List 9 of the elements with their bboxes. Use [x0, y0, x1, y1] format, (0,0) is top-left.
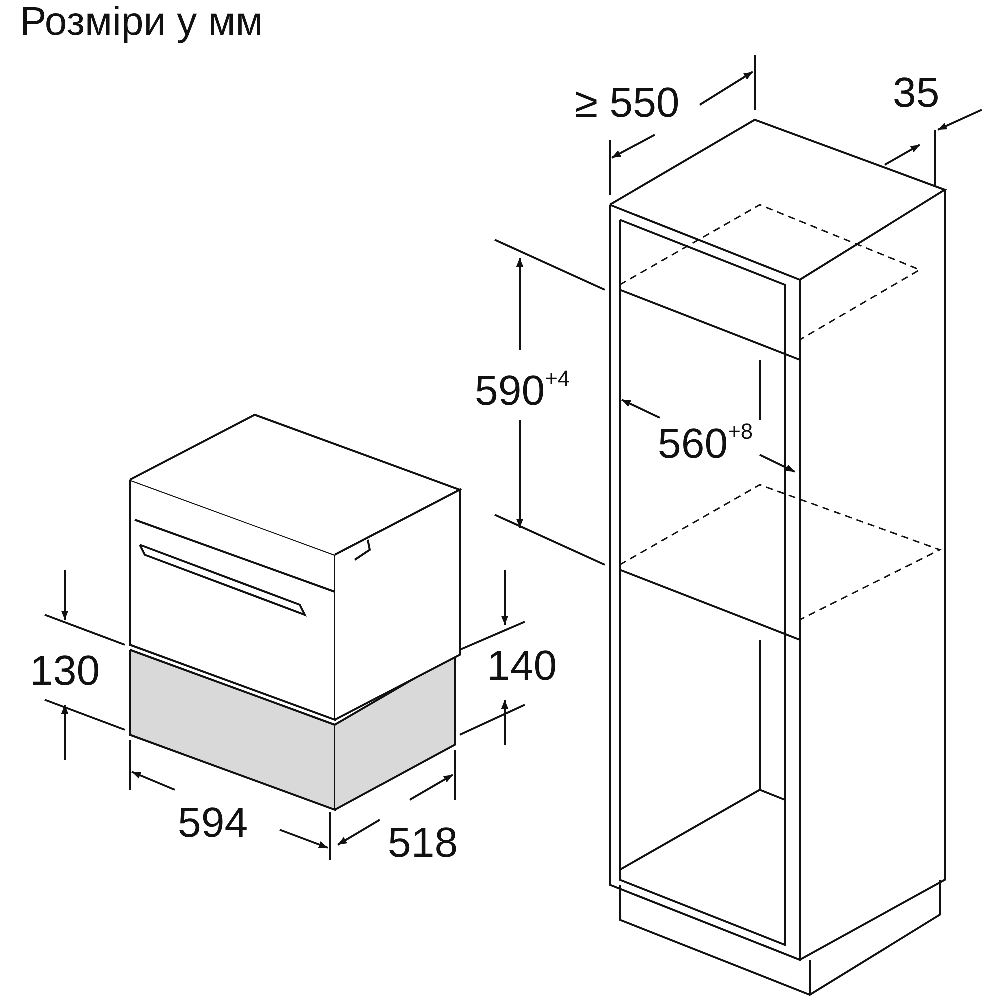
dimension-label: ≥ 550	[575, 82, 680, 124]
dimension-label: 130	[30, 650, 100, 692]
dimension-label: 140	[487, 645, 558, 687]
title: Розміри у мм	[20, 2, 264, 42]
dimension-label: 590$^{+4}$	[475, 370, 570, 412]
dimension-label: 594	[178, 802, 248, 844]
dimension-label: 35	[893, 72, 940, 114]
dimension-label: 518	[388, 822, 458, 864]
dimension-label: 560$^{+8}$	[658, 423, 754, 465]
